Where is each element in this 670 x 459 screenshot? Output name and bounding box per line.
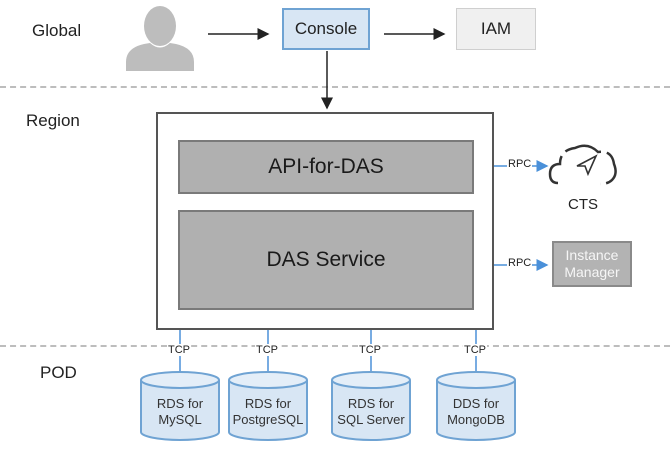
- db-label-line1: DDS for: [452, 396, 500, 411]
- rpc-label-instance-manager: RPC: [507, 257, 533, 269]
- db-cylinder-sqlserver: [331, 371, 411, 441]
- zone-label-global: Global: [32, 21, 82, 40]
- api-for-das-label: API-for-DAS: [268, 155, 384, 178]
- db-label-line2: MongoDB: [447, 412, 505, 427]
- db-label-sqlserver: RDS for SQL Server: [331, 396, 411, 428]
- cts-label: CTS: [568, 196, 598, 213]
- console-box: Console: [282, 8, 370, 50]
- das-service-box: DAS Service: [178, 210, 474, 310]
- db-label-line1: RDS for: [156, 396, 204, 411]
- zone-label-pod: POD: [40, 363, 77, 382]
- db-label-line2: SQL Server: [337, 412, 405, 427]
- instance-manager-label-line2: Manager: [564, 264, 620, 280]
- db-label-line1: RDS for: [244, 396, 292, 411]
- zone-label-region: Region: [26, 111, 80, 130]
- db-label-mongodb: DDS for MongoDB: [436, 396, 516, 428]
- db-label-line1: RDS for: [347, 396, 395, 411]
- db-label-line2: PostgreSQL: [232, 412, 304, 427]
- tcp-label-mysql: TCP: [167, 344, 191, 356]
- das-service-label: DAS Service: [266, 248, 386, 271]
- instance-manager-label-line1: Instance: [565, 247, 619, 263]
- instance-manager-box: Instance Manager: [552, 241, 632, 287]
- db-label-line2: MySQL: [158, 412, 202, 427]
- tcp-label-postgresql: TCP: [255, 344, 279, 356]
- db-cylinder-mongodb: [436, 371, 516, 441]
- console-label: Console: [294, 19, 358, 38]
- db-label-mysql: RDS for MySQL: [140, 396, 220, 428]
- tcp-label-mongodb: TCP: [463, 344, 487, 356]
- tcp-label-sqlserver: TCP: [358, 344, 382, 356]
- iam-box: IAM: [456, 8, 536, 50]
- rpc-label-cts: RPC: [507, 158, 533, 170]
- iam-label: IAM: [480, 19, 512, 38]
- api-for-das-box: API-for-DAS: [178, 140, 474, 194]
- zone-divider-global-region: [0, 86, 670, 88]
- cloud-icon: [548, 144, 617, 186]
- zone-divider-region-pod: [0, 345, 670, 347]
- user-icon: [126, 6, 194, 71]
- db-label-postgresql: RDS for PostgreSQL: [228, 396, 308, 428]
- db-cylinder-postgresql: [228, 371, 308, 441]
- db-cylinder-mysql: [140, 371, 220, 441]
